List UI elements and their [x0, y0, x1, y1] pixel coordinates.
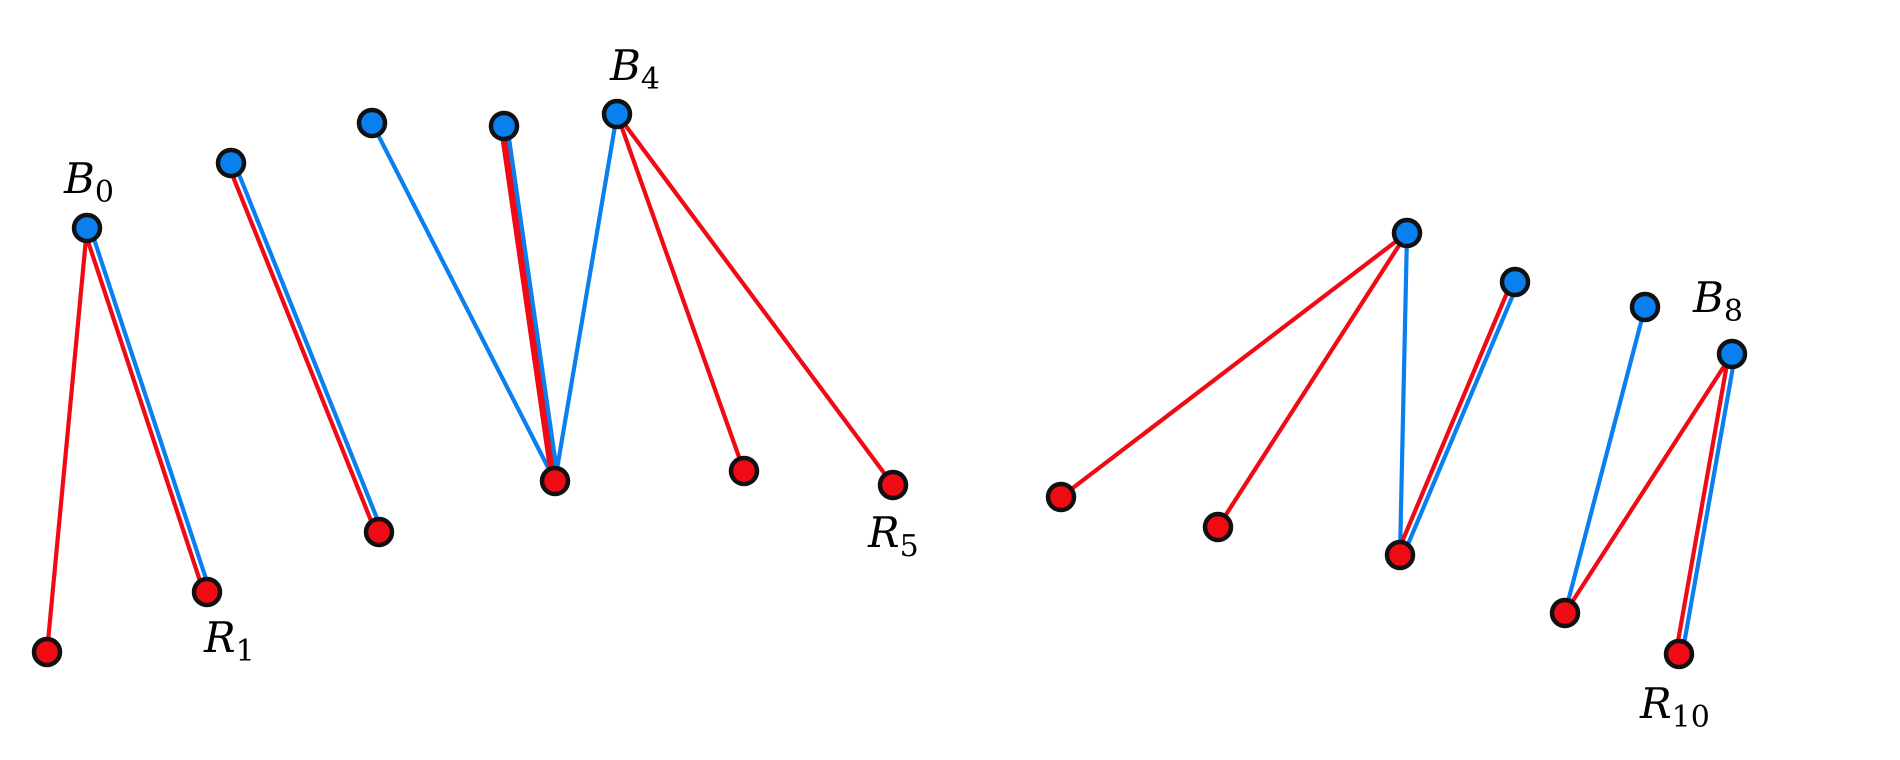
red-point-J: [1384, 539, 1416, 571]
red-point-A: [31, 636, 63, 668]
red-edge-bA-rA: [44, 225, 90, 655]
red-edge-bK-rJ: [1394, 278, 1515, 556]
label-b0: B0: [63, 154, 114, 210]
red-edge-bM-rL: [1562, 351, 1735, 616]
blue-edge-bF-rD: [552, 111, 620, 484]
blue-point-D: [356, 107, 388, 139]
red-edge-bM-rM: [1673, 351, 1731, 656]
blue-point-F: [601, 98, 633, 130]
labels-layer: B0 R1 B4 R5 B8 R10: [63, 41, 1743, 735]
blue-point-J: [1391, 217, 1423, 249]
blue-point-A: [71, 212, 103, 244]
label-r10: R10: [1639, 679, 1710, 735]
red-point-L: [1549, 597, 1581, 629]
red-edge-bA-rB: [81, 226, 207, 596]
blue-edge-bE-rD: [505, 123, 561, 483]
red-edge-bF-rG: [614, 111, 896, 488]
red-point-C: [363, 516, 395, 548]
edges-layer: [44, 111, 1738, 657]
red-point-G: [877, 469, 909, 501]
blue-point-E: [488, 110, 520, 142]
red-point-D: [539, 465, 571, 497]
blue-edge-bK-rJ: [1400, 281, 1521, 559]
blue-point-L: [1629, 291, 1661, 323]
label-b8: B8: [1692, 273, 1743, 329]
red-point-B: [191, 576, 223, 608]
blue-point-C: [215, 147, 247, 179]
red-edge-bJ-rH: [1058, 230, 1410, 500]
blue-edge-bJ-rJ: [1397, 230, 1410, 558]
red-edge-bJ-rI: [1215, 230, 1410, 530]
points-layer: [31, 98, 1748, 670]
blue-edge-bC-rC: [231, 159, 385, 533]
blue-edge-bM-rM: [1680, 352, 1738, 657]
blue-edge-bD-rD: [369, 120, 558, 484]
blue-point-M: [1716, 338, 1748, 370]
red-edge-bE-rD: [498, 124, 554, 484]
red-point-I: [1202, 511, 1234, 543]
red-point-H: [1045, 481, 1077, 513]
label-r5: R5: [867, 508, 919, 564]
red-point-F: [728, 455, 760, 487]
label-r1: R1: [203, 613, 255, 669]
blue-edge-bL-rL: [1562, 304, 1648, 616]
red-point-M: [1663, 638, 1695, 670]
red-edge-bE-rD: [501, 123, 558, 484]
red-edge-bC-rC: [225, 162, 379, 536]
label-b4: B4: [609, 41, 660, 97]
blue-edge-bA-rB: [87, 224, 213, 594]
red-edge-bF-rF: [614, 111, 747, 474]
blue-point-K: [1499, 266, 1531, 298]
